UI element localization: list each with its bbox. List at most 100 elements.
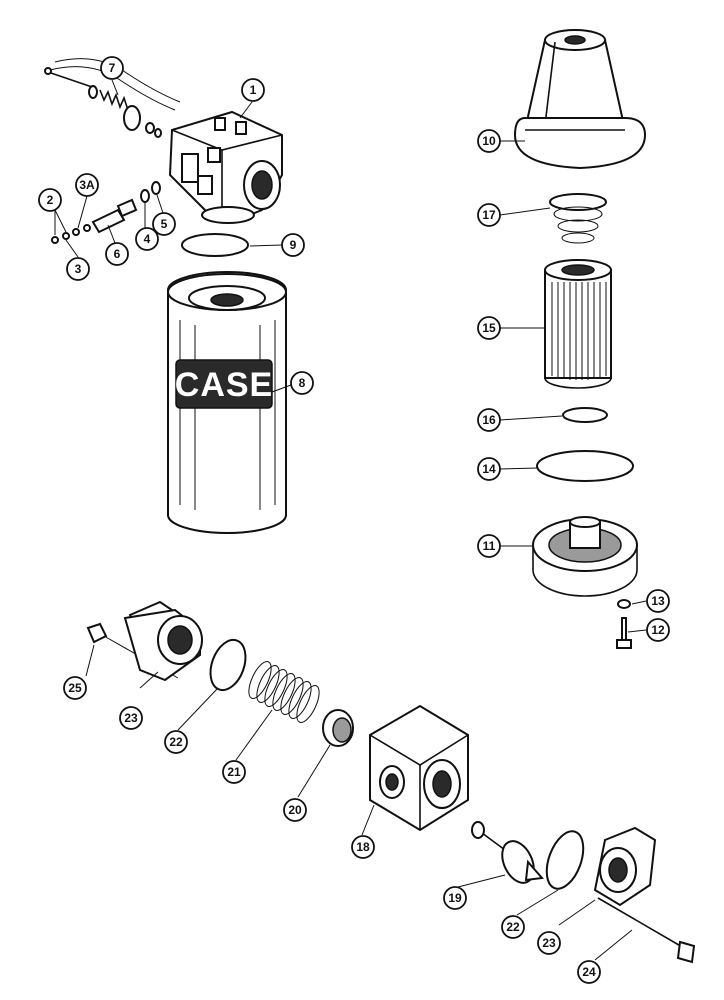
piston-20-face — [332, 717, 352, 743]
boss-1 — [214, 117, 226, 131]
svg-text:9: 9 — [290, 238, 297, 252]
filter-sides — [167, 290, 287, 515]
callout-25: 25 — [63, 676, 87, 700]
filter-top-hole — [210, 293, 244, 307]
base-11-boss-top — [569, 516, 601, 528]
callout-23-right: 23 — [537, 931, 561, 955]
svg-text:21: 21 — [227, 765, 241, 779]
callout-20: 20 — [283, 798, 307, 822]
spring-17-coil — [553, 206, 603, 222]
bolt-24-shank — [597, 897, 685, 949]
small-ring — [145, 122, 155, 134]
spring-17-coil-3 — [561, 232, 595, 244]
seal-small — [83, 224, 91, 232]
washer-13 — [617, 599, 631, 609]
callout-23-left: 23 — [119, 706, 143, 730]
callout-3a: 3A — [75, 173, 99, 197]
washer-3 — [62, 232, 70, 240]
valve-body-port-inner — [432, 770, 452, 798]
svg-text:7: 7 — [109, 61, 116, 75]
bolt-12-head — [616, 639, 632, 649]
bolt-24-head — [676, 940, 696, 964]
svg-text:3A: 3A — [79, 178, 95, 192]
svg-text:1: 1 — [250, 83, 257, 97]
filter-head-assembly — [44, 58, 283, 257]
svg-text:2: 2 — [47, 193, 54, 207]
housing-port — [564, 35, 586, 45]
spring-7 — [99, 89, 129, 111]
washer-3a — [72, 228, 80, 236]
hose-line-2 — [54, 58, 181, 103]
o-ring-5 — [151, 181, 161, 195]
svg-text:3: 3 — [75, 262, 82, 276]
svg-text:14: 14 — [482, 462, 496, 476]
hose-line — [49, 66, 176, 111]
svg-text:20: 20 — [288, 803, 302, 817]
housing-highlight — [544, 41, 556, 126]
svg-text:6: 6 — [114, 247, 121, 261]
callout-9: 9 — [281, 233, 305, 257]
rod-end — [44, 67, 52, 75]
callout-16: 16 — [477, 408, 501, 432]
svg-text:23: 23 — [542, 936, 556, 950]
sensor-6-body — [91, 208, 126, 234]
cover-23-bore — [167, 625, 193, 655]
sensor-6-thread — [116, 198, 138, 218]
svg-text:23: 23 — [124, 711, 138, 725]
svg-text:11: 11 — [483, 539, 496, 553]
callout-10: 10 — [477, 129, 501, 153]
base-11-side — [532, 545, 638, 597]
leader-lines — [54, 79, 647, 961]
plug-25 — [86, 622, 108, 644]
svg-text:15: 15 — [482, 321, 496, 335]
callout-18: 18 — [351, 835, 375, 859]
o-ring-4 — [140, 189, 150, 203]
callout-22-right: 22 — [501, 915, 525, 939]
callout-1: 1 — [241, 78, 265, 102]
svg-text:8: 8 — [299, 376, 306, 390]
head-lug — [181, 153, 199, 183]
callout-8: 8 — [290, 371, 314, 395]
case-logo-text: CASE — [175, 366, 273, 404]
valve-body-edges — [369, 734, 469, 830]
cover-23-right-bore — [608, 857, 628, 883]
callout-5: 5 — [152, 212, 176, 236]
svg-text:18: 18 — [356, 840, 370, 854]
callout-3: 3 — [66, 257, 90, 281]
callout-6: 6 — [105, 242, 129, 266]
callout-13: 13 — [646, 589, 670, 613]
svg-text:12: 12 — [651, 623, 665, 637]
callout-4: 4 — [135, 227, 159, 251]
svg-text:5: 5 — [161, 217, 168, 231]
poppet-tip — [524, 859, 544, 882]
callout-22-left: 22 — [164, 730, 188, 754]
rod — [47, 71, 96, 89]
spin-on-filter: CASE — [167, 271, 287, 534]
poppet-end — [471, 821, 485, 839]
callout-12: 12 — [646, 618, 670, 642]
spring-17-top — [549, 193, 607, 211]
valve-body-port-2-inner — [385, 773, 399, 791]
svg-text:4: 4 — [144, 232, 151, 246]
element-core — [561, 264, 595, 276]
svg-text:22: 22 — [169, 735, 183, 749]
callout-15: 15 — [477, 316, 501, 340]
housing-10 — [523, 39, 627, 131]
nut-2 — [51, 236, 59, 244]
callout-11: 11 — [477, 534, 501, 558]
valve-cup — [123, 105, 141, 131]
callout-7: 7 — [100, 56, 124, 80]
callout-17: 17 — [477, 203, 501, 227]
svg-text:25: 25 — [68, 681, 82, 695]
case-logo-band — [175, 359, 273, 409]
o-ring-14 — [536, 450, 634, 482]
callouts: 7 1 3A 2 3 6 4 5 9 8 10 17 15 16 14 11 1… — [38, 56, 670, 984]
filter-shading — [179, 320, 276, 510]
o-ring-16 — [562, 407, 608, 423]
svg-text:13: 13 — [651, 594, 665, 608]
boss-2 — [235, 121, 247, 135]
callout-2: 2 — [38, 188, 62, 212]
svg-text:17: 17 — [482, 208, 496, 222]
washer — [88, 85, 98, 99]
spring-21 — [248, 661, 320, 723]
